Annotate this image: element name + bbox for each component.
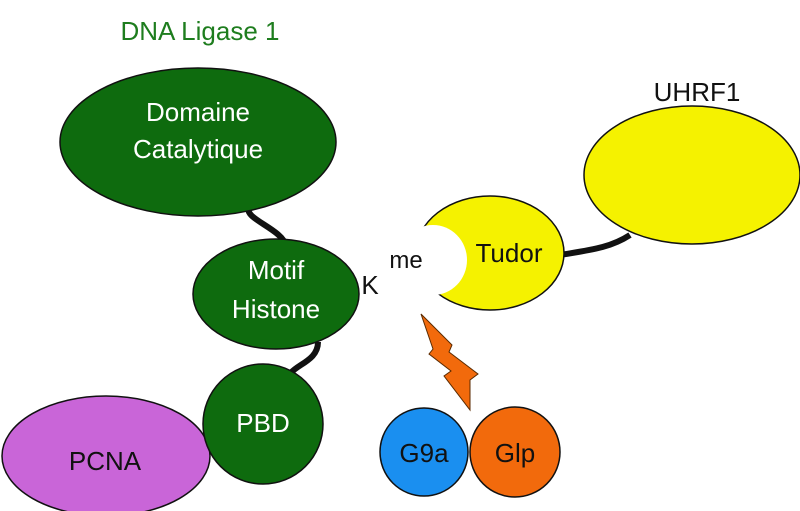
catalytic-domain-label-line2: Catalytique	[133, 134, 263, 164]
lysine-k-label: K	[361, 270, 379, 300]
histone-motif-label-line2: Histone	[232, 294, 320, 324]
uhrf1-label: UHRF1	[654, 77, 741, 107]
lysine-methyl-label: me	[389, 247, 422, 274]
g9a	[379, 407, 469, 497]
diagram-title: DNA Ligase 1	[121, 16, 280, 46]
pcna-label: PCNA	[69, 446, 142, 476]
glp	[469, 406, 561, 498]
pbd-domain	[202, 363, 324, 485]
lightning-bolt-icon	[420, 313, 479, 412]
uhrf1-body	[583, 105, 800, 245]
tudor-binding-pocket	[399, 225, 467, 295]
histone-motif	[192, 238, 360, 350]
g9a-label: G9a	[399, 438, 449, 468]
catalytic-domain	[59, 67, 337, 217]
linker-tudor-uhrf1	[559, 232, 632, 258]
histone-motif-label-line1: Motif	[248, 255, 305, 285]
tudor-label: Tudor	[476, 238, 543, 268]
pbd-label: PBD	[236, 408, 289, 438]
catalytic-domain-label-line1: Domaine	[146, 97, 250, 127]
glp-label: Glp	[495, 438, 535, 468]
pcna	[1, 395, 211, 511]
